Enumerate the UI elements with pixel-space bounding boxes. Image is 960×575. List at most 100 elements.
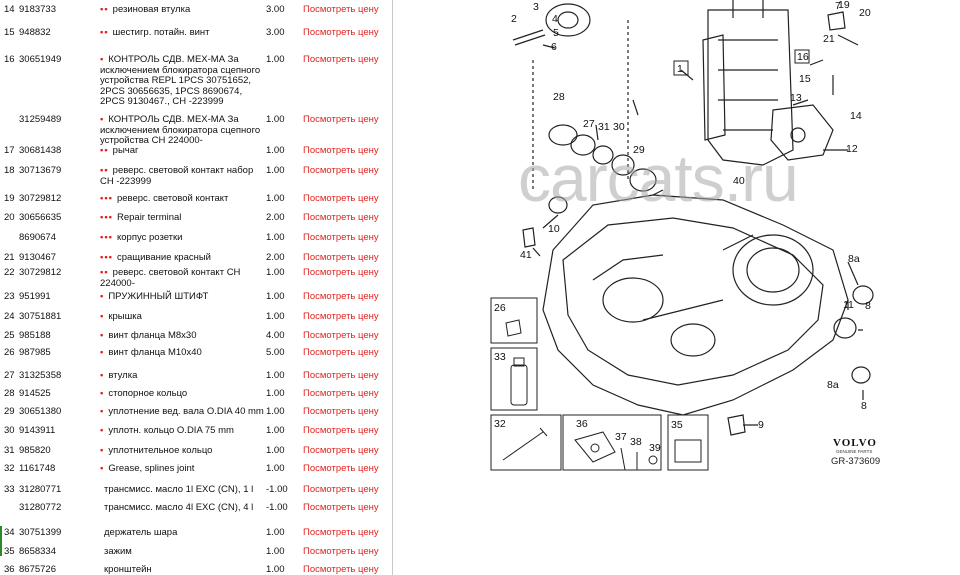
view-price-link[interactable]: Посмотреть цену — [303, 212, 379, 223]
hierarchy-dots: •• — [100, 4, 109, 15]
view-price-link[interactable]: Посмотреть цену — [303, 425, 379, 436]
view-price-link[interactable]: Посмотреть цену — [303, 165, 379, 176]
part-description: ••реверс. световой контакт набор СН -223… — [100, 165, 265, 187]
view-price-link[interactable]: Посмотреть цену — [303, 484, 379, 495]
svg-text:8a: 8a — [848, 253, 860, 265]
description-text: втулка — [108, 370, 138, 381]
position-number: 24 — [4, 311, 15, 322]
quantity: 2.00 — [266, 252, 285, 263]
description-text: реверс. световой контакт — [116, 193, 229, 204]
part-description: •••корпус розетки — [100, 232, 265, 244]
part-number: 30751399 — [19, 527, 62, 538]
inset-box-36 — [562, 414, 662, 471]
view-price-link[interactable]: Посмотреть цену — [303, 54, 379, 65]
view-price-link[interactable]: Посмотреть цену — [303, 502, 379, 513]
view-price-link[interactable]: Посмотреть цену — [303, 463, 379, 474]
svg-text:20: 20 — [859, 7, 871, 19]
view-price-link[interactable]: Посмотреть цену — [303, 267, 379, 278]
part-number: 985820 — [19, 445, 51, 456]
position-number: 33 — [4, 484, 15, 495]
part-description: •уплотнение вед. вала O.DIA 40 mm — [100, 406, 265, 418]
view-price-link[interactable]: Посмотреть цену — [303, 564, 379, 575]
part-description: •••сращивание красный — [100, 252, 265, 264]
view-price-link[interactable]: Посмотреть цену — [303, 527, 379, 538]
part-number: 8658334 — [19, 546, 56, 557]
hierarchy-dots: ••• — [100, 232, 113, 243]
part-number: 31325358 — [19, 370, 62, 381]
svg-text:19: 19 — [838, 0, 850, 11]
part-number: 30656635 — [19, 212, 62, 223]
quantity: 1.00 — [266, 564, 285, 575]
svg-text:8a: 8a — [827, 379, 839, 391]
quantity: 1.00 — [266, 232, 285, 243]
position-number: 14 — [4, 4, 15, 15]
description-text: трансмисс. масло 4l EXC (CN), 4 l — [104, 502, 254, 513]
view-price-link[interactable]: Посмотреть цену — [303, 546, 379, 557]
view-price-link[interactable]: Посмотреть цену — [303, 370, 379, 381]
part-description: трансмисс. масло 4l EXC (CN), 4 l — [100, 502, 265, 514]
view-price-link[interactable]: Посмотреть цену — [303, 388, 379, 399]
position-number: 32 — [4, 463, 15, 474]
position-number: 30 — [4, 425, 15, 436]
hierarchy-dots: •• — [100, 27, 109, 38]
svg-text:29: 29 — [633, 144, 645, 156]
svg-text:9: 9 — [758, 419, 764, 431]
part-number: 951991 — [19, 291, 51, 302]
view-price-link[interactable]: Посмотреть цену — [303, 291, 379, 302]
description-text: реверс. световой контакт набор СН -22399… — [100, 165, 254, 187]
quantity: 1.00 — [266, 463, 285, 474]
view-price-link[interactable]: Посмотреть цену — [303, 27, 379, 38]
hierarchy-dots: • — [100, 445, 105, 456]
quantity: 1.00 — [266, 388, 285, 399]
view-price-link[interactable]: Посмотреть цену — [303, 232, 379, 243]
hierarchy-dots: •• — [100, 267, 109, 278]
svg-text:33: 33 — [494, 351, 506, 363]
position-number: 28 — [4, 388, 15, 399]
view-price-link[interactable]: Посмотреть цену — [303, 4, 379, 15]
quantity: -1.00 — [266, 484, 288, 495]
quantity: 1.00 — [266, 546, 285, 557]
position-number: 16 — [4, 54, 15, 65]
position-number: 27 — [4, 370, 15, 381]
description-text: сращивание красный — [116, 252, 211, 263]
view-price-link[interactable]: Посмотреть цену — [303, 252, 379, 263]
quantity: 1.00 — [266, 370, 285, 381]
part-description: кронштейн — [100, 564, 265, 575]
hierarchy-dots: • — [100, 330, 105, 341]
part-description: •ПРУЖИННЫЙ ШТИФТ — [100, 291, 265, 303]
description-text: Grease, splines joint — [108, 463, 195, 474]
quantity: 1.00 — [266, 193, 285, 204]
view-price-link[interactable]: Посмотреть цену — [303, 445, 379, 456]
inset-box-1 — [673, 60, 689, 76]
brand-subtitle: GENUINE PARTS — [836, 449, 873, 454]
view-price-link[interactable]: Посмотреть цену — [303, 406, 379, 417]
view-price-link[interactable]: Посмотреть цену — [303, 311, 379, 322]
part-number: 948832 — [19, 27, 51, 38]
view-price-link[interactable]: Посмотреть цену — [303, 114, 379, 125]
part-description: зажим — [100, 546, 265, 558]
position-number: 23 — [4, 291, 15, 302]
quantity: 3.00 — [266, 27, 285, 38]
description-text: КОНТРОЛЬ СДВ. МЕХ-МА За исключением блок… — [100, 54, 261, 107]
part-number: 30751881 — [19, 311, 62, 322]
view-price-link[interactable]: Посмотреть цену — [303, 193, 379, 204]
hierarchy-dots: • — [100, 425, 105, 436]
quantity: 1.00 — [266, 267, 285, 278]
view-price-link[interactable]: Посмотреть цену — [303, 330, 379, 341]
svg-text:6: 6 — [551, 41, 557, 53]
quantity: 1.00 — [266, 425, 285, 436]
svg-text:41: 41 — [520, 249, 532, 261]
inset-box-35 — [667, 414, 709, 471]
hierarchy-dots: • — [100, 388, 105, 399]
hierarchy-dots: ••• — [100, 212, 113, 223]
quantity: 1.00 — [266, 165, 285, 176]
hierarchy-dots: • — [100, 311, 105, 322]
svg-text:26: 26 — [494, 302, 506, 314]
view-price-link[interactable]: Посмотреть цену — [303, 145, 379, 156]
svg-text:15: 15 — [799, 73, 811, 85]
svg-text:37: 37 — [615, 431, 627, 443]
part-number: 31280772 — [19, 502, 62, 513]
svg-text:27: 27 — [583, 118, 595, 130]
svg-text:31: 31 — [598, 121, 610, 133]
view-price-link[interactable]: Посмотреть цену — [303, 347, 379, 358]
